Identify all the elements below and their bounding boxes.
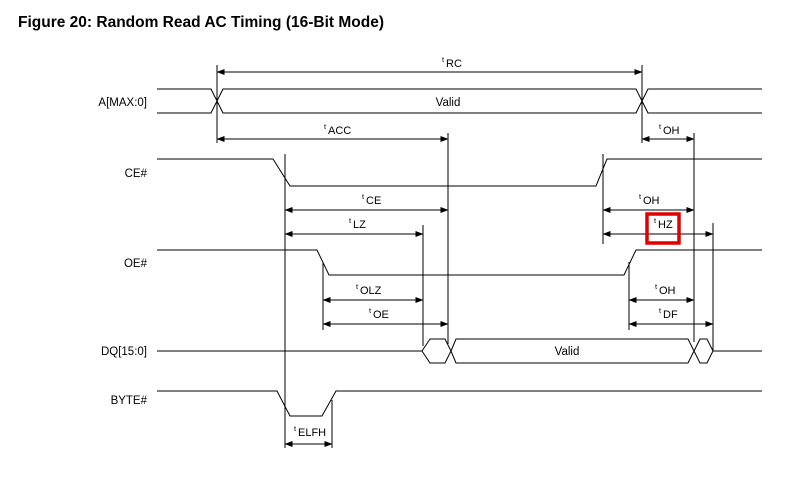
svg-text:t: t xyxy=(442,55,445,64)
signal-label-ce: CE# xyxy=(125,168,148,180)
svg-text:t: t xyxy=(659,122,662,131)
svg-text:t: t xyxy=(369,306,372,315)
oe-waveform xyxy=(157,249,762,276)
svg-text:t: t xyxy=(294,424,297,433)
svg-text:t: t xyxy=(362,192,365,201)
svg-text:ELFH: ELFH xyxy=(298,427,326,439)
signal-label-dq: DQ[15:0] xyxy=(101,346,147,358)
svg-text:OH: OH xyxy=(643,195,660,207)
timing-arrows xyxy=(216,69,714,447)
signal-label-oe: OE# xyxy=(124,258,148,270)
byte-waveform xyxy=(157,390,762,417)
svg-text:t: t xyxy=(655,282,658,291)
svg-text:t: t xyxy=(349,216,352,225)
thz-highlight-box xyxy=(645,212,681,245)
svg-text:t: t xyxy=(654,216,657,225)
svg-text:CE: CE xyxy=(366,195,381,207)
addr-valid-label: Valid xyxy=(436,97,461,109)
signal-label-addr: A[MAX:0] xyxy=(98,97,147,109)
svg-text:OE: OE xyxy=(373,309,389,321)
svg-text:t: t xyxy=(659,306,662,315)
figure-title: Figure 20: Random Read AC Timing (16-Bit… xyxy=(18,14,384,31)
svg-text:t: t xyxy=(324,122,327,131)
svg-text:HZ: HZ xyxy=(658,219,673,231)
svg-text:OH: OH xyxy=(659,285,676,297)
svg-text:ACC: ACC xyxy=(328,125,351,137)
dq-waveform xyxy=(157,338,762,364)
svg-text:DF: DF xyxy=(663,309,678,321)
svg-text:LZ: LZ xyxy=(353,219,366,231)
addr-waveform xyxy=(157,88,762,114)
svg-text:t: t xyxy=(356,282,359,291)
svg-text:OH: OH xyxy=(663,125,680,137)
signal-label-byte: BYTE# xyxy=(111,395,148,407)
svg-text:OLZ: OLZ xyxy=(360,285,382,297)
dq-valid-label: Valid xyxy=(555,346,580,358)
svg-text:RC: RC xyxy=(446,58,462,70)
svg-text:t: t xyxy=(639,192,642,201)
guide-lines xyxy=(216,65,714,448)
ce-waveform xyxy=(157,158,762,187)
